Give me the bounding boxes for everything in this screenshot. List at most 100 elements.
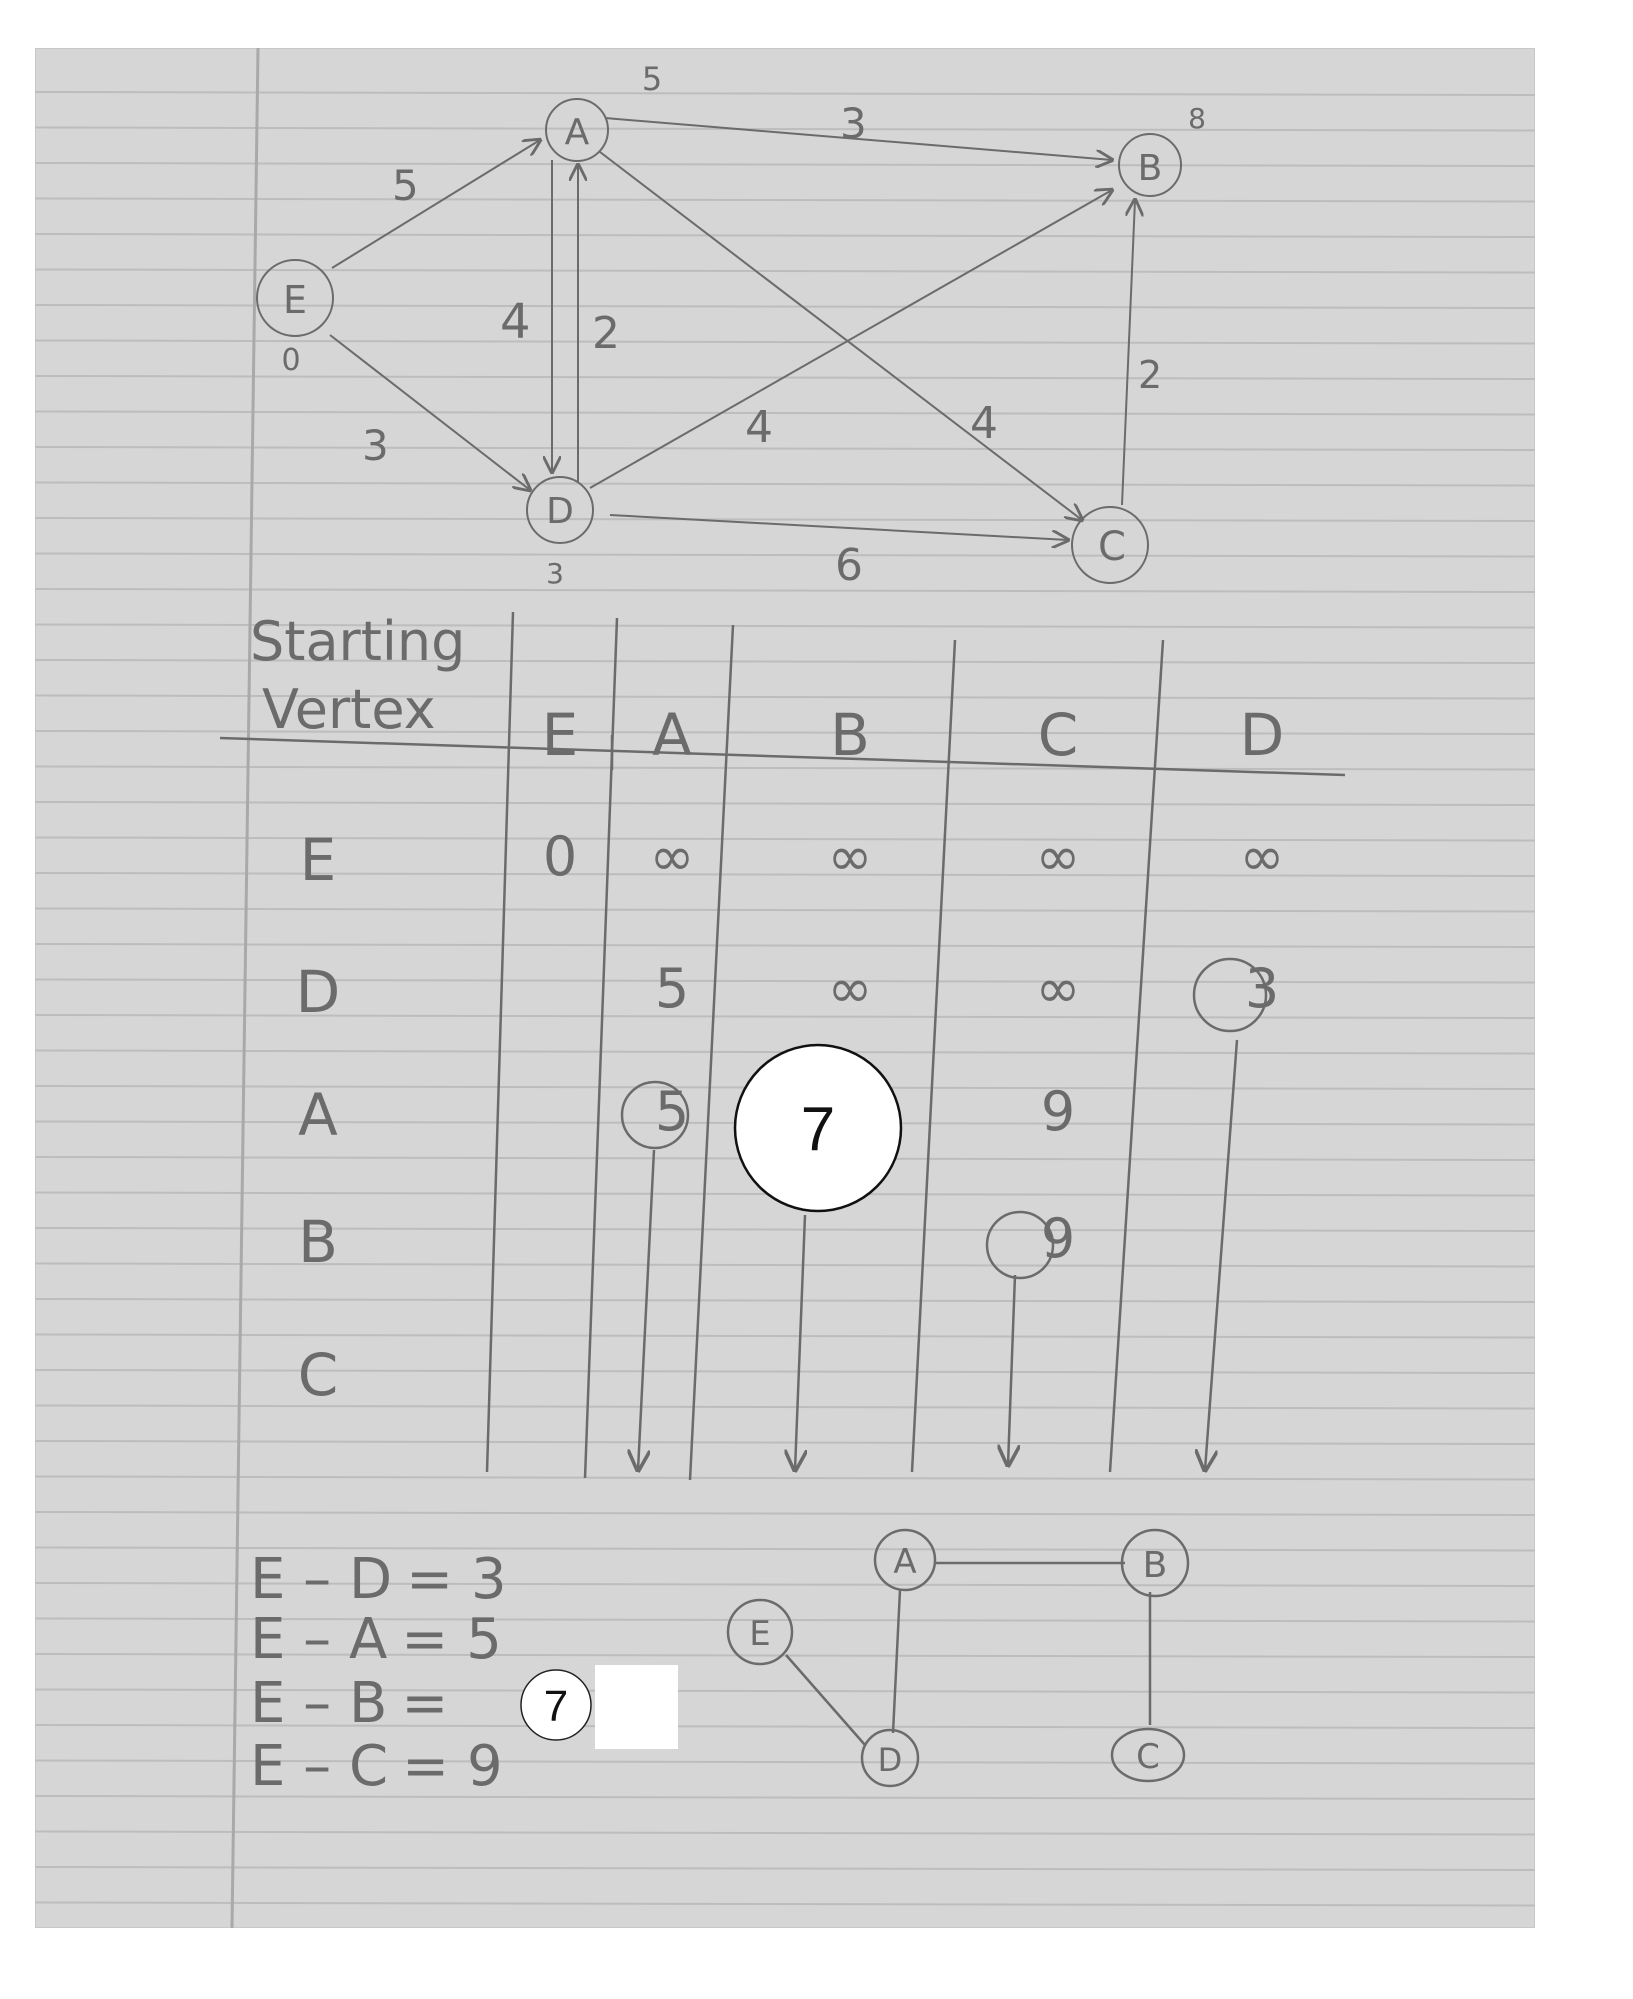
tree-node-A: [873, 1528, 937, 1592]
table-row-vertex: C: [298, 1341, 339, 1409]
ruled-line: [34, 1014, 1536, 1019]
table-col-header: A: [652, 701, 692, 769]
table-col-line: [1108, 639, 1165, 1473]
graph-node-C: [1071, 506, 1149, 584]
tree-label-C: C: [1136, 1737, 1160, 1777]
ruled-line: [34, 162, 1536, 167]
result-value: 9: [467, 1734, 503, 1799]
ruled-line: [34, 907, 1536, 913]
tree-label-A: A: [893, 1542, 916, 1582]
result-equals: =: [401, 1607, 448, 1672]
result-equals: =: [406, 1547, 453, 1612]
shortest-path-tree: [726, 1528, 1190, 1788]
edge-weight-A-B: 3: [840, 99, 867, 148]
result-line: E – A= 5: [250, 1607, 502, 1672]
paper-background: [35, 48, 1535, 1928]
ruled-line: [34, 801, 1536, 806]
ruled-line: [34, 1653, 1536, 1658]
results-list: E – D=3E – A=5E – B=E – C=9: [250, 1547, 507, 1799]
ruled-line: [34, 623, 1536, 629]
table-header-line2: Vertex: [262, 678, 436, 741]
ruled-line: [34, 1369, 1536, 1374]
ruled-line: [34, 978, 1536, 984]
ruled-line: [34, 872, 1536, 877]
result-equals: =: [402, 1734, 449, 1799]
ruled-line: [34, 1724, 1536, 1729]
result-pair: E – D: [250, 1547, 392, 1612]
ruled-line: [34, 1298, 1536, 1303]
ruled-line: [34, 1227, 1536, 1232]
graph-labels: A B C D E 5 8 3 0 5 3 3 4 2 4 4 6 2: [281, 60, 1205, 591]
ruled-line: [34, 1262, 1536, 1268]
edge-A-B: [604, 117, 1112, 160]
table-cell: ∞: [1036, 957, 1081, 1020]
weighted-graph: [256, 98, 1182, 584]
ruled-line: [34, 1546, 1536, 1552]
edge-D-C: [609, 514, 1068, 540]
edge-weight-E-D: 3: [362, 421, 389, 470]
margin-line: [230, 47, 260, 1929]
node-dist-B: 8: [1188, 102, 1206, 135]
ruled-line: [34, 446, 1536, 451]
table-cell: ∞: [1240, 825, 1285, 888]
ruled-line: [34, 339, 1536, 345]
table-header-rule: [219, 736, 1346, 777]
ruled-line: [34, 481, 1536, 487]
table-col-line: [485, 611, 515, 1473]
table-col-header: E: [542, 701, 579, 769]
node-dist-E: 0: [281, 343, 300, 378]
table-col-header: B: [830, 701, 870, 769]
result-pair: E – A: [250, 1607, 387, 1672]
ruled-line: [34, 588, 1536, 593]
ruled-line: [34, 91, 1536, 96]
node-label-E: E: [283, 278, 307, 322]
result-value: 5: [466, 1607, 502, 1672]
ruled-line: [34, 552, 1536, 558]
tree-edge-D-A: [891, 1589, 902, 1734]
table-row-vertex: B: [298, 1208, 338, 1276]
ruled-line: [34, 233, 1536, 238]
table-cell: 3: [1245, 957, 1279, 1020]
ruled-line: [34, 1582, 1536, 1587]
result-value: 3: [471, 1547, 507, 1612]
graph-node-B: [1118, 133, 1182, 197]
table-cell: 0: [543, 825, 577, 888]
ruled-line: [34, 765, 1536, 771]
ruled-line: [34, 410, 1536, 416]
ruled-line: [34, 1511, 1536, 1516]
tree-label-B: B: [1143, 1545, 1168, 1586]
tree-node-E: [726, 1598, 794, 1666]
ruled-line: [34, 1795, 1536, 1800]
table-cell: ∞: [828, 957, 873, 1020]
table-row-vertex: A: [298, 1081, 338, 1149]
ruled-line: [34, 268, 1536, 274]
picked-C-circle: [985, 1210, 1055, 1280]
table-col-line: [910, 639, 957, 1473]
badge-small-value: 7: [544, 1682, 568, 1731]
edge-D-B: [589, 190, 1112, 489]
badge-circle: [733, 1043, 903, 1213]
graph-node-D: [526, 476, 594, 544]
ruled-line: [34, 1901, 1536, 1907]
node-label-A: A: [565, 112, 590, 153]
ruled-line: [34, 836, 1536, 842]
ruled-line: [34, 1759, 1536, 1765]
ruled-line: [34, 1333, 1536, 1339]
tree-node-C: [1110, 1727, 1186, 1783]
table-cell: 9: [1041, 1080, 1075, 1143]
badge-large-value: 7: [801, 1095, 835, 1164]
table-col-header: D: [1240, 701, 1285, 769]
edge-A-C: [599, 151, 1082, 520]
node-label-B: B: [1138, 148, 1163, 189]
result-pair: E – B: [250, 1671, 387, 1736]
result-line: E – B=: [250, 1671, 448, 1736]
table-cell: 9: [1041, 1207, 1075, 1270]
node-dist-A: 5: [642, 60, 662, 98]
tree-label-D: D: [878, 1741, 903, 1779]
table-cell: ∞: [650, 825, 695, 888]
edge-weight-A-C: 4: [970, 398, 998, 449]
ruled-line: [34, 517, 1536, 522]
table-cell: 5: [655, 957, 689, 1020]
